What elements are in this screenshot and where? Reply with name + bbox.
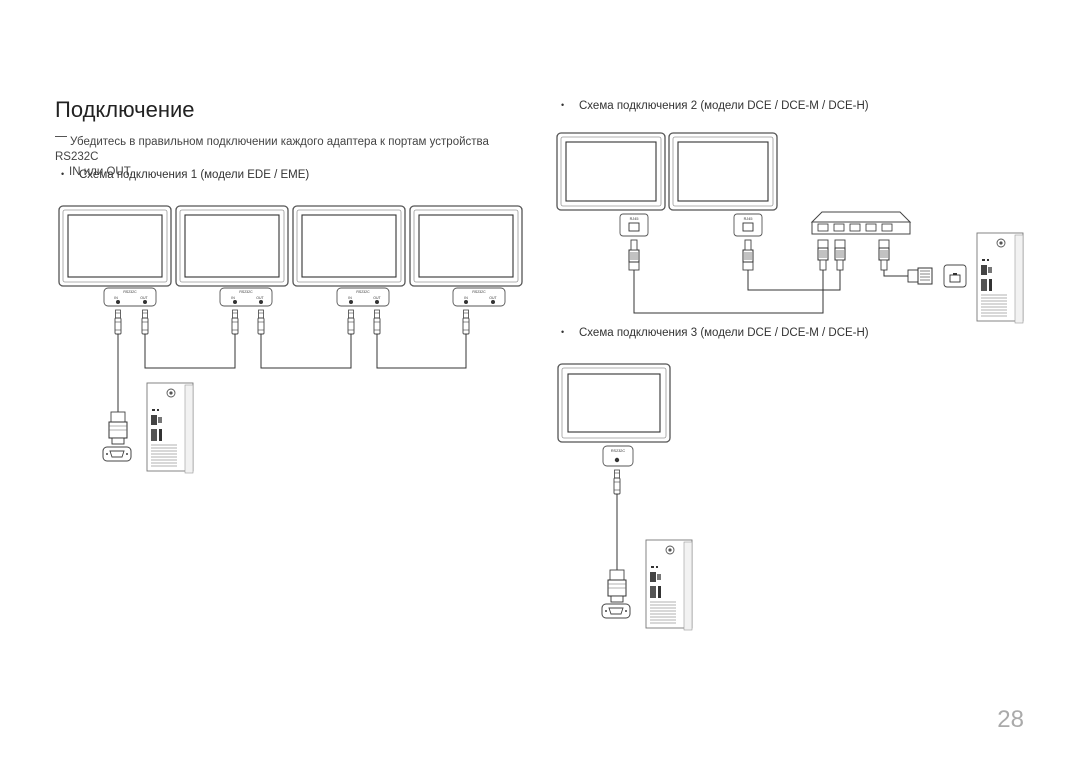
computer-tower-icon [976, 232, 1024, 324]
note-line-2: IN или OUT. [69, 166, 133, 178]
bullet-icon: • [561, 100, 565, 110]
scheme-2-diagram: RJ45 RJ45 [556, 132, 1024, 324]
stereo-jack-icon [257, 309, 265, 335]
out-label: OUT [256, 296, 264, 300]
stereo-jack-icon [347, 309, 355, 335]
scheme-3-label: Схема подключения 3 (модели DCE / DCE-M … [579, 327, 869, 339]
stereo-jack-icon [462, 309, 470, 335]
rs232c-port-panel: RS232C [602, 445, 634, 467]
note-line-1: Убедитесь в правильном подключении каждо… [55, 136, 489, 163]
scheme-1-heading: • Схема подключения 1 (модели EDE / EME) [61, 169, 309, 181]
note-dash-icon [55, 136, 67, 138]
scheme-1-diagram: RS232C IN OUT RS232C IN OUT RS232C IN OU… [58, 205, 523, 474]
monitor-icon [175, 205, 289, 287]
stereo-jack-icon [114, 309, 122, 335]
out-label: OUT [489, 296, 497, 300]
out-label: OUT [373, 296, 381, 300]
stereo-jack-icon [231, 309, 239, 335]
scheme-3-heading: • Схема подключения 3 (модели DCE / DCE-M… [561, 327, 869, 339]
scheme-1-label: Схема подключения 1 (модели EDE / EME) [79, 169, 310, 181]
in-label: IN [464, 296, 468, 300]
out-label: OUT [140, 296, 148, 300]
monitor-icon [556, 132, 666, 211]
connection-note: Убедитесь в правильном подключении каждо… [55, 135, 535, 180]
scheme-2-label: Схема подключения 2 (модели DCE / DCE-M … [579, 100, 869, 112]
computer-tower-icon [645, 539, 693, 631]
rj45-port-panel: RJ45 [619, 213, 649, 237]
serial-port-icon [102, 446, 132, 462]
rs232c-label: RS232C [123, 290, 137, 294]
bullet-icon: • [61, 169, 65, 179]
rj45-plug-icon [907, 267, 933, 285]
rj45-port-panel: RJ45 [733, 213, 763, 237]
serial-connector-icon [607, 569, 627, 603]
stereo-jack-icon [613, 469, 621, 495]
scheme-3-diagram: RS232C [557, 363, 693, 631]
monitor-icon [58, 205, 172, 287]
monitor-icon [557, 363, 671, 443]
in-label: IN [114, 296, 118, 300]
rs232c-label: RS232C [611, 449, 626, 453]
serial-connector-icon [108, 411, 128, 445]
rj45-port-icon [943, 264, 967, 288]
scheme-2-heading: • Схема подключения 2 (модели DCE / DCE-M… [561, 100, 869, 112]
rj45-plug-icon [742, 239, 754, 271]
page-title: Подключение [55, 97, 195, 122]
daisy-chain-cables [117, 334, 467, 412]
rj45-plug-icon [834, 239, 846, 271]
monitor-icon [409, 205, 523, 287]
rj45-plug-icon [817, 239, 829, 271]
network-cables [633, 270, 908, 314]
rs232c-label: RS232C [356, 290, 370, 294]
bullet-icon: • [561, 327, 565, 337]
monitor-icon [668, 132, 778, 211]
page-number: 28 [997, 706, 1024, 733]
rs232c-port-panel: RS232C IN OUT [452, 287, 506, 307]
stereo-jack-icon [373, 309, 381, 335]
network-hub-icon [810, 211, 912, 235]
rs232c-port-panel: RS232C IN OUT [103, 287, 157, 307]
rj45-plug-icon [628, 239, 640, 271]
rs232c-port-panel: RS232C IN OUT [219, 287, 273, 307]
rs232c-label: RS232C [239, 290, 253, 294]
in-label: IN [348, 296, 352, 300]
rj45-label: RJ45 [744, 217, 753, 221]
rj45-label: RJ45 [630, 217, 639, 221]
rj45-plug-icon [878, 239, 890, 271]
rs232c-port-panel: RS232C IN OUT [336, 287, 390, 307]
computer-tower-icon [146, 382, 194, 474]
in-label: IN [231, 296, 235, 300]
monitor-icon [292, 205, 406, 287]
stereo-jack-icon [141, 309, 149, 335]
serial-port-icon [601, 603, 631, 619]
rs232c-label: RS232C [472, 290, 486, 294]
